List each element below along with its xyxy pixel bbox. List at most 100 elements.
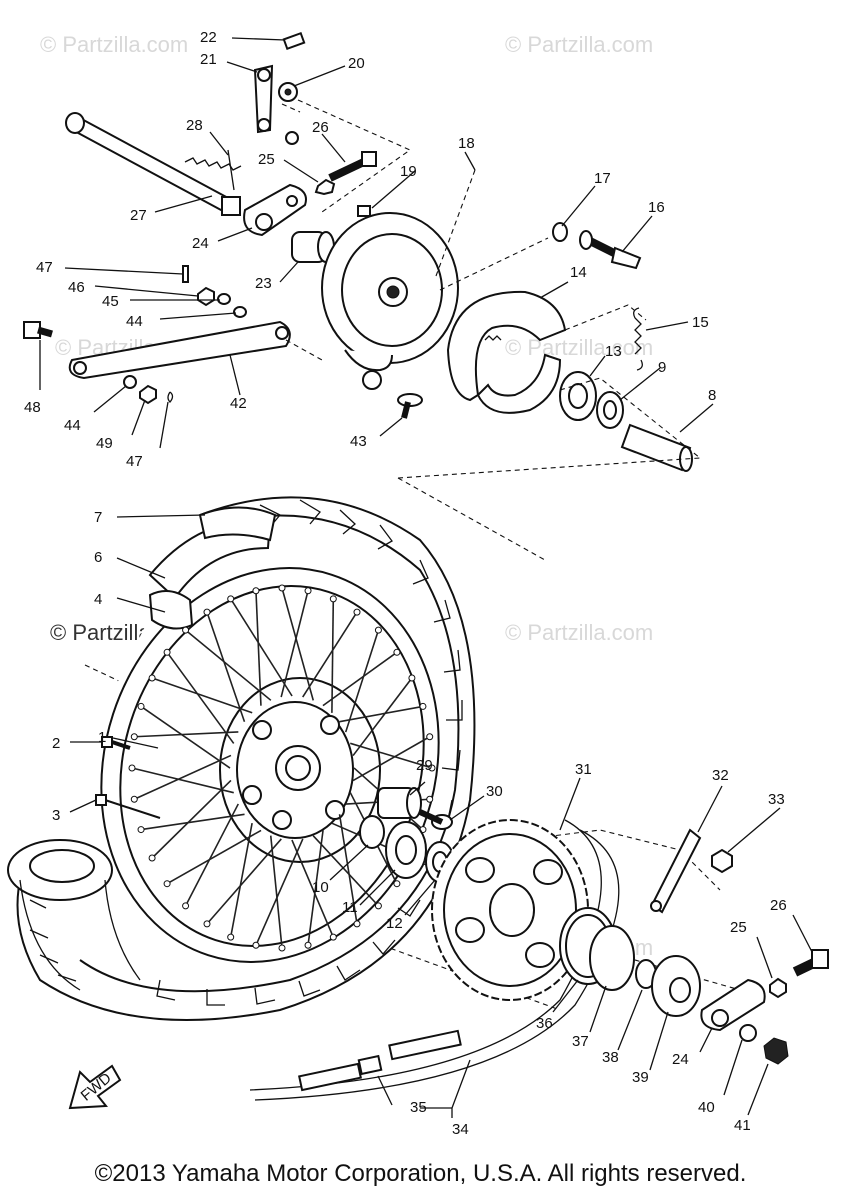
spoke <box>291 839 335 938</box>
washer <box>123 375 137 389</box>
oil-seal <box>596 391 624 429</box>
forward-direction-arrow: FWD <box>68 1064 122 1110</box>
bearing <box>385 821 427 879</box>
spoke-nipple <box>137 702 145 710</box>
sprocket <box>431 819 589 1001</box>
spoke-nipple <box>374 902 382 910</box>
spoke <box>338 814 358 925</box>
spoke-nipple <box>148 854 156 862</box>
spoke <box>307 830 324 946</box>
callout-23: 23 <box>255 275 272 292</box>
callout-26b: 26 <box>770 897 787 914</box>
spoke-nipple <box>227 933 235 941</box>
callout-47b: 47 <box>126 453 143 470</box>
callout-30: 30 <box>486 783 503 800</box>
spoke <box>350 742 433 769</box>
callout-26: 26 <box>312 119 329 136</box>
callout-42: 42 <box>230 395 247 412</box>
spoke <box>302 611 358 698</box>
callout-14: 14 <box>570 264 587 281</box>
spoke <box>312 835 380 907</box>
spoke-nipple <box>203 608 211 616</box>
copyright-notice: ©2013 Yamaha Motor Corporation, U.S.A. A… <box>94 1160 747 1187</box>
bolt <box>397 393 423 419</box>
return-spring <box>633 307 643 371</box>
spoke-nipple <box>393 880 401 888</box>
spoke-nipple <box>419 702 427 710</box>
spoke <box>151 677 253 714</box>
spoke-nipple <box>428 764 436 772</box>
callout-12: 12 <box>386 915 403 932</box>
spoke-nipple <box>182 902 190 910</box>
spoke <box>230 598 293 697</box>
callout-46: 46 <box>68 279 85 296</box>
callout-16: 16 <box>648 199 665 216</box>
spoke-nipple <box>353 608 361 616</box>
spoke <box>255 590 262 706</box>
brake-shoe <box>446 290 567 414</box>
callout-22: 22 <box>200 29 217 46</box>
callout-35: 35 <box>410 1099 427 1116</box>
spoke-nipple <box>278 584 286 592</box>
spoke-nipple <box>426 733 434 741</box>
spoke <box>184 803 239 907</box>
spoke-nipple <box>252 587 260 595</box>
callout-25b: 25 <box>730 919 747 936</box>
callout-labels: 1 2 3 4 6 7 8 9 10 11 12 13 14 15 16 17 … <box>24 29 787 1138</box>
callout-3: 3 <box>52 807 60 824</box>
callout-33: 33 <box>768 791 785 808</box>
adjuster-bolt <box>792 949 829 977</box>
adjuster-bolt <box>314 151 377 196</box>
spoke <box>206 838 282 925</box>
spoke-nipple <box>329 933 337 941</box>
watermark: © Partzilla.com <box>505 620 653 645</box>
spoke-nipple <box>393 648 401 656</box>
callout-32: 32 <box>712 767 729 784</box>
callout-6: 6 <box>94 549 102 566</box>
spoke <box>166 651 235 744</box>
nut <box>197 286 215 307</box>
spoke <box>134 731 239 738</box>
spoke <box>229 822 253 938</box>
callout-13: 13 <box>605 343 622 360</box>
callout-25: 25 <box>258 151 275 168</box>
spoke <box>206 611 246 723</box>
torque-arm <box>68 320 291 380</box>
callout-17: 17 <box>594 170 611 187</box>
spoke <box>166 829 262 885</box>
callout-39: 39 <box>632 1069 649 1086</box>
spoke-nipple <box>182 626 190 634</box>
bearing <box>559 371 597 421</box>
brake-arm-bracket <box>253 31 306 145</box>
callout-27: 27 <box>130 207 147 224</box>
callout-44b: 44 <box>64 417 81 434</box>
spoke-nipple <box>163 648 171 656</box>
cotter-pin <box>182 265 189 283</box>
chain-adjuster <box>700 978 766 1032</box>
watermark: © Partzilla.com <box>505 335 653 360</box>
spoke <box>344 629 380 733</box>
callout-4: 4 <box>94 591 102 608</box>
leader-lines <box>39 37 813 1118</box>
callout-37: 37 <box>572 1033 589 1050</box>
spoke <box>255 838 304 946</box>
chain-adjuster <box>243 183 307 237</box>
callout-47: 47 <box>36 259 53 276</box>
spoke-nipple <box>163 880 171 888</box>
callout-20: 20 <box>348 55 365 72</box>
spoke-nipple <box>130 795 138 803</box>
callout-24: 24 <box>192 235 209 252</box>
spoke-nipple <box>353 920 361 928</box>
brake-shoe-plate <box>321 212 459 390</box>
brake-cam <box>579 230 642 270</box>
bolt <box>23 321 53 339</box>
spoke <box>352 736 431 782</box>
spoke <box>331 598 335 713</box>
callout-24b: 24 <box>672 1051 689 1068</box>
callout-7: 7 <box>94 509 102 526</box>
callout-1: 1 <box>98 729 106 746</box>
spoke <box>151 779 232 859</box>
callout-48: 48 <box>24 399 41 416</box>
spoke-nipple <box>329 595 337 603</box>
spoke-nipple <box>426 795 434 803</box>
